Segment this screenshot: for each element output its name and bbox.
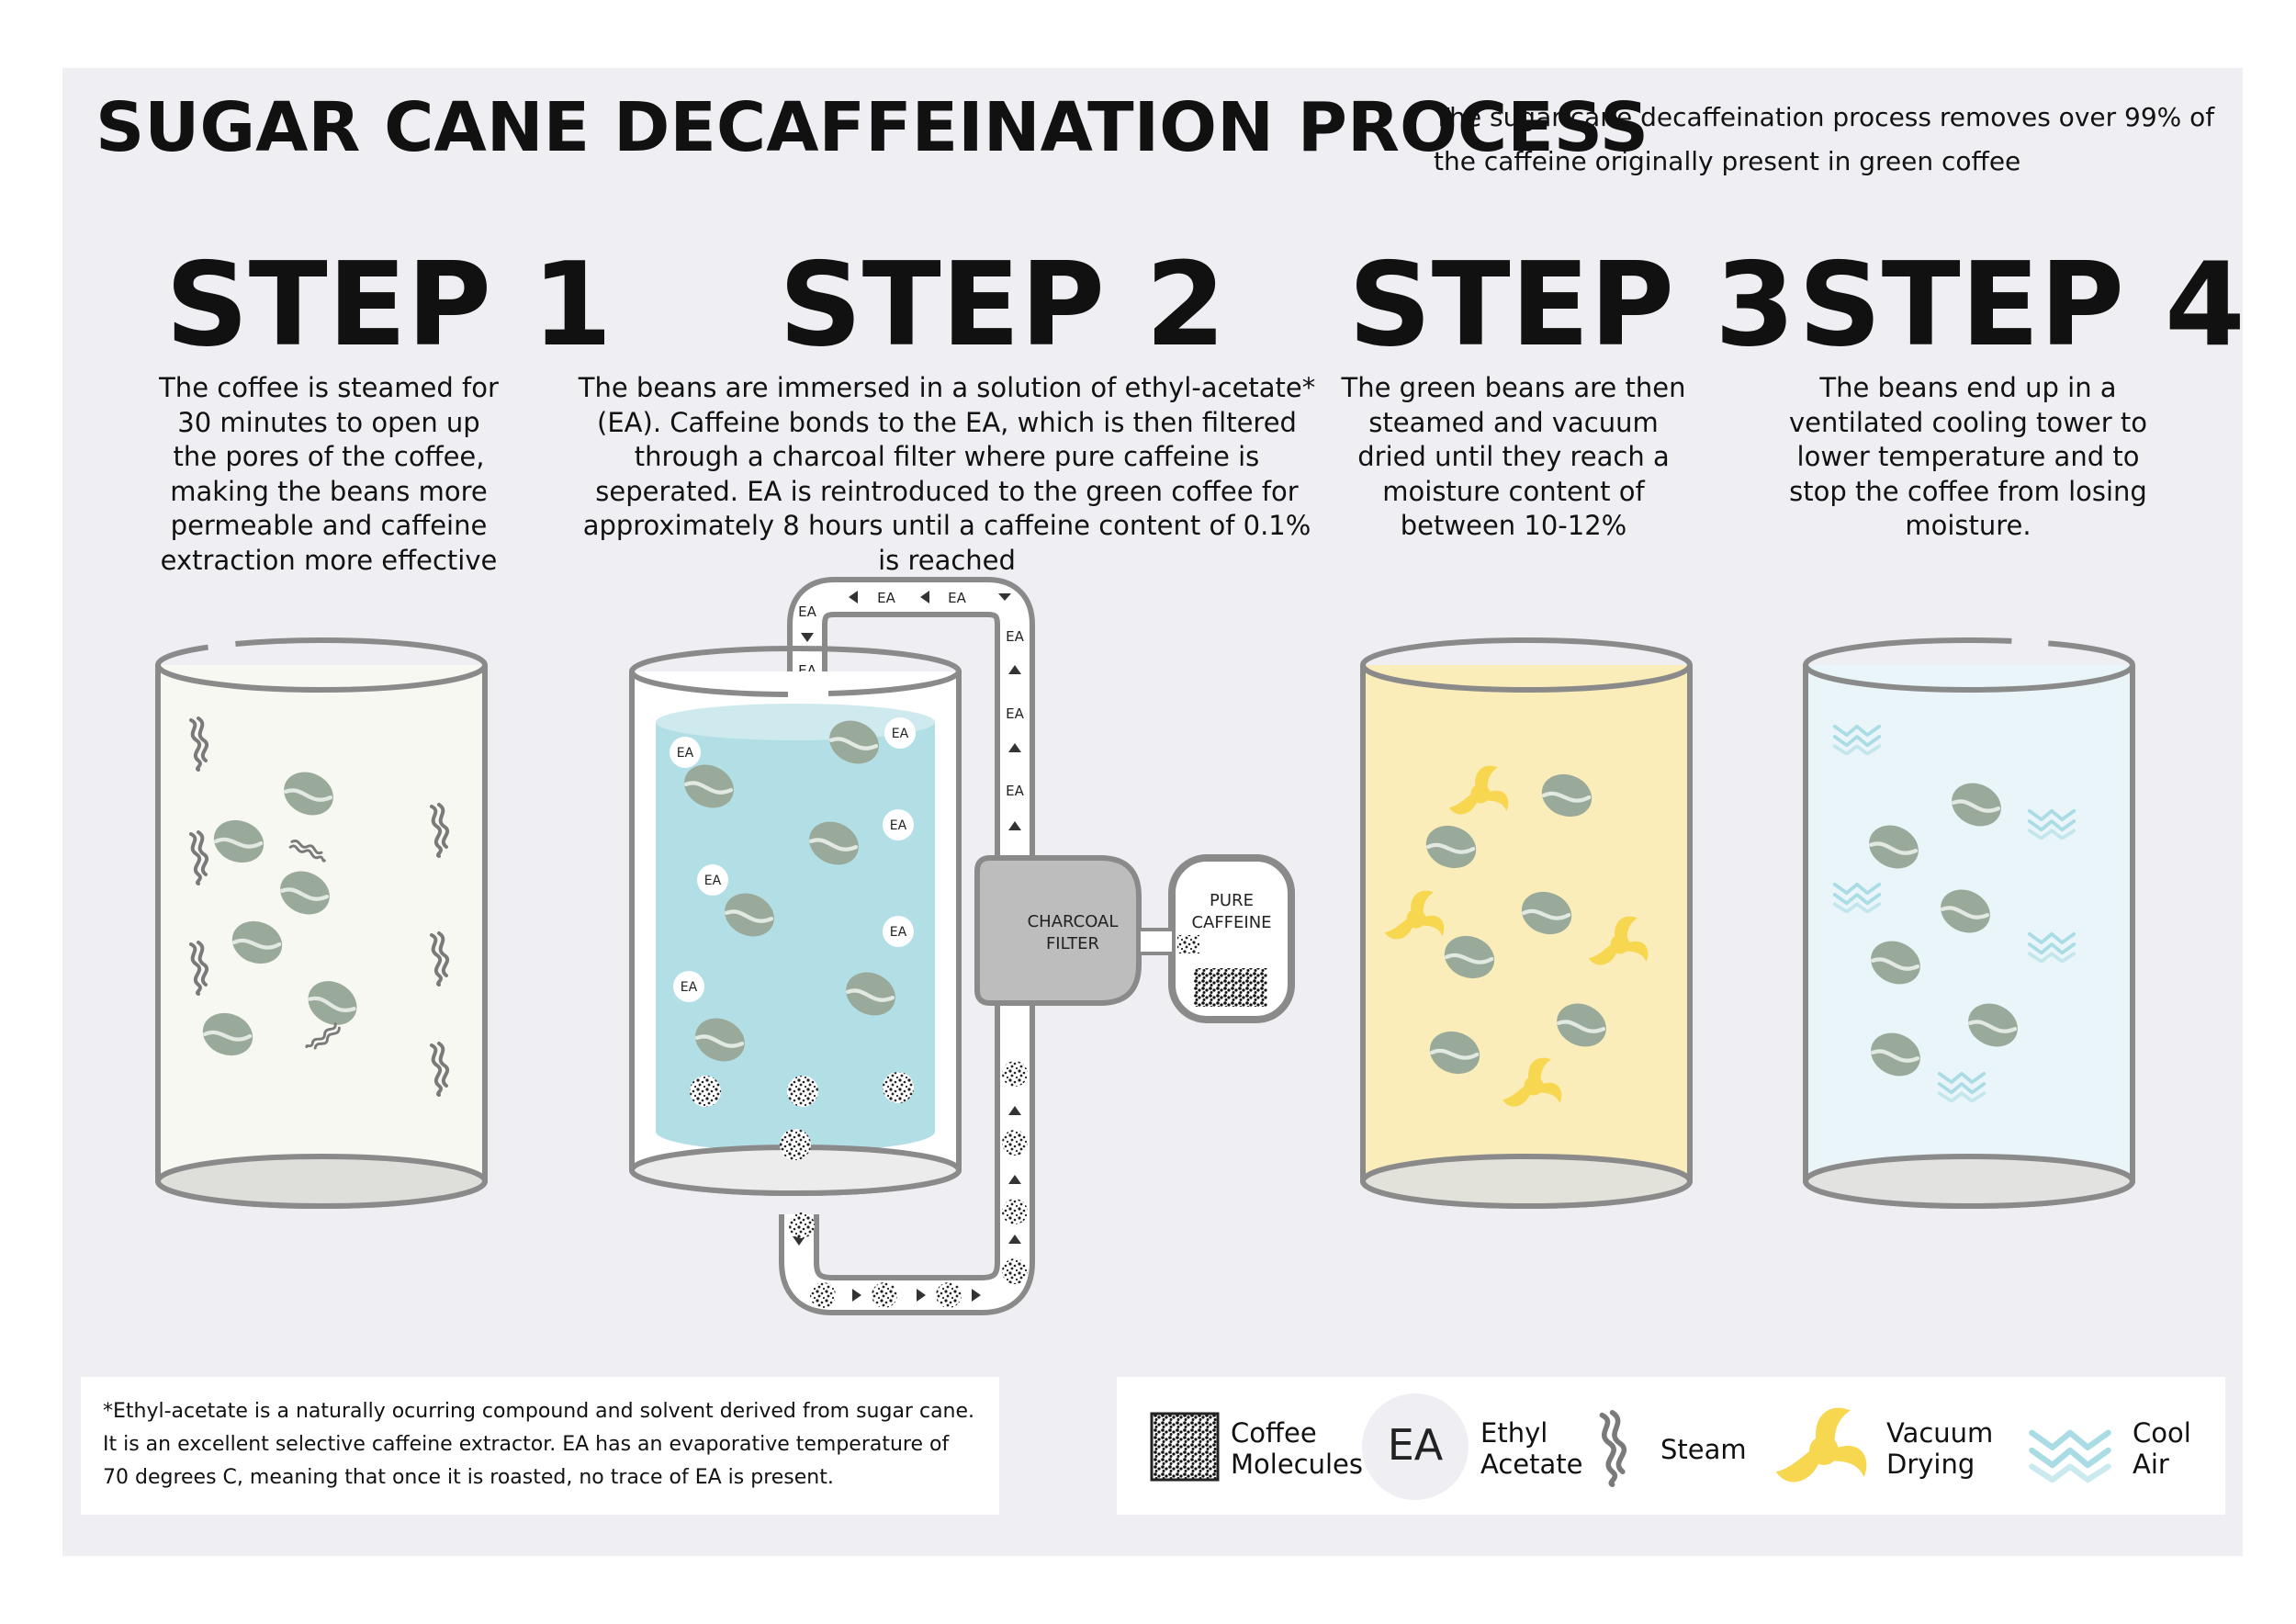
legend-coffee-molecules-label: Coffee Molecules [1231,1417,1363,1480]
footnote-text: *Ethyl-acetate is a naturally ocurring c… [103,1400,975,1489]
coffee-molecules-icon [1150,1412,1220,1482]
legend-ethyl-acetate-label: Ethyl Acetate [1480,1417,1583,1480]
step-3-cylinder [1360,637,1693,1209]
step-2-description: The beans are immersed in a solution of … [578,372,1316,576]
process-diagram: EA EA EA EA EA EA EA [155,577,2136,1315]
legend-icons: EA [1150,1393,2225,1500]
pure-caffeine-chamber: PURE CAFFEINE [1137,854,1295,1023]
ea-molecule-label: EA [704,874,722,888]
ea-pipe-system: EA EA EA EA EA EA EA [779,577,1035,1315]
ethyl-acetate-icon [1362,1393,1469,1500]
cool-air-icon [2032,1433,2108,1480]
legend: EA Coffee Molecules Ethyl Acetate Steam … [1117,1377,2225,1515]
step-4-description: The beans end up in a ventilated cooling… [1789,372,2147,541]
step-3-description: The green beans are then steamed and vac… [1341,372,1686,541]
legend-ea-symbol: EA [1388,1420,1444,1470]
filter-label-line1: CHARCOAL [1028,912,1119,931]
ea-molecule-label: EA [890,818,907,833]
footnote-box: *Ethyl-acetate is a naturally ocurring c… [81,1377,999,1515]
pure-caffeine-label-line2: CAFFEINE [1191,913,1271,932]
page-title: SUGAR CANE DECAFFEINATION PROCESS [96,88,1649,167]
vacuum-drying-icon [1775,1407,1867,1483]
legend-steam-label: Steam [1660,1434,1747,1465]
step-1-cylinder [155,637,489,1209]
poster-background: SUGAR CANE DECAFFEINATION PROCESS The su… [62,68,2245,1556]
filter-label-line2: FILTER [1046,934,1099,953]
pipe-ea-label: EA [948,590,966,606]
ea-molecule-label: EA [892,727,909,741]
pipe-ea-label: EA [798,603,816,620]
ea-molecule-label: EA [677,746,694,761]
ea-molecule-label: EA [890,925,907,940]
pipe-ea-label: EA [877,590,895,606]
steam-icon [1602,1413,1624,1484]
pure-caffeine-label-line1: PURE [1210,891,1254,910]
pipe-ea-label: EA [1006,783,1024,799]
page-subtitle: The sugar cane decaffeination process re… [1434,102,2215,176]
legend-cool-air-label: Cool Air [2133,1417,2191,1480]
ea-molecule-label: EA [681,980,698,995]
charcoal-filter: CHARCOAL FILTER [974,855,1142,1006]
pipe-ea-label: EA [1006,705,1024,722]
molecule-ea-dots [789,1061,1028,1308]
legend-vacuum-drying-label: Vacuum Drying [1886,1417,1994,1480]
pipe-ea-label: EA [1006,628,1024,645]
step-2-ea-molecules: EA EA EA EA EA EA [670,717,916,1160]
step-1-description: The coffee is steamed for 30 minutes to … [159,372,499,576]
